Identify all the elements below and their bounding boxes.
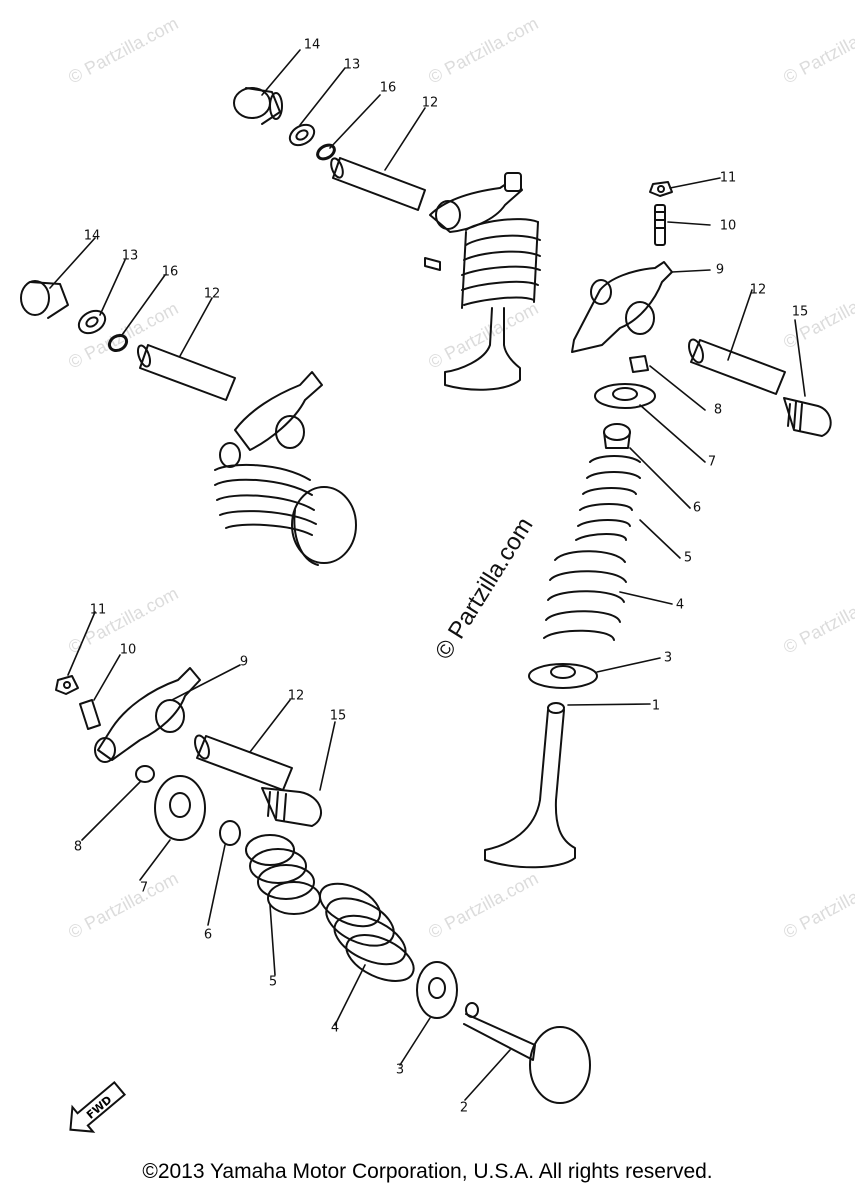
callout-16: 16 [379, 80, 397, 96]
inner-spring-5-right [575, 455, 641, 541]
washer-13-left [77, 309, 107, 335]
callout-12: 12 [421, 95, 439, 111]
outer-spring-4-right [543, 550, 627, 641]
valve-head-left [291, 486, 357, 566]
valve-upper [444, 307, 521, 391]
seat-6-lower [219, 820, 241, 846]
callout-15: 15 [791, 304, 809, 320]
spring-seat-3-right [528, 663, 598, 689]
cap-14-left [20, 280, 69, 319]
retainer-7-right [594, 383, 656, 409]
callout-13: 13 [343, 57, 361, 73]
shaft-12-lower [194, 734, 293, 791]
plug-15-lower [261, 787, 323, 827]
callout-6: 6 [203, 927, 213, 943]
callout-11: 11 [719, 170, 737, 186]
callout-10: 10 [119, 642, 137, 658]
seat-6-right [603, 423, 631, 449]
callout-11: 11 [89, 602, 107, 618]
callout-13: 13 [121, 248, 139, 264]
nut-11-lower [55, 675, 79, 695]
callout-9: 9 [239, 654, 249, 670]
shaft-12-right [688, 338, 786, 395]
spring-left [214, 463, 317, 536]
inner-spring-5-lower [245, 834, 321, 915]
callout-7: 7 [707, 454, 717, 470]
nut-11-right [649, 181, 673, 197]
callout-14: 14 [83, 228, 101, 244]
callout-2: 2 [459, 1100, 469, 1116]
outer-spring-4-lower [319, 882, 415, 982]
callout-3: 3 [663, 650, 673, 666]
callout-15: 15 [329, 708, 347, 724]
rocker-arm-9-right [571, 261, 673, 353]
shaft-12-upper [330, 157, 426, 211]
valve-1-right [484, 702, 576, 869]
screw-10-right [654, 204, 666, 246]
plug-15-right [783, 397, 832, 437]
forward-arrow-icon: FWD [56, 1071, 138, 1150]
screw-10-lower [79, 699, 101, 730]
callout-9: 9 [715, 262, 725, 278]
washer-13-upper [288, 123, 316, 147]
callout-10: 10 [719, 218, 737, 234]
leader-lines [49, 49, 806, 1101]
copyright-notice: ©2013 Yamaha Motor Corporation, U.S.A. A… [142, 1160, 713, 1183]
callout-3: 3 [395, 1062, 405, 1078]
rocker-arm-left [219, 371, 323, 468]
callout-8: 8 [73, 839, 83, 855]
valve-2-lower [463, 1002, 591, 1104]
callout-7: 7 [139, 880, 149, 896]
shaft-12-left [136, 344, 236, 401]
cotter-8-right [629, 355, 649, 373]
callout-16: 16 [161, 264, 179, 280]
callout-5: 5 [268, 974, 278, 990]
oring-16-left [107, 333, 129, 353]
oring-16-upper [316, 143, 336, 161]
callout-5: 5 [683, 550, 693, 566]
callout-12: 12 [749, 282, 767, 298]
retainer-7-lower [154, 775, 206, 841]
spring-seat-3-lower [416, 961, 458, 1019]
callout-8: 8 [713, 402, 723, 418]
callout-12: 12 [287, 688, 305, 704]
spring-upper [461, 218, 541, 309]
callout-1: 1 [651, 698, 661, 714]
callout-4: 4 [330, 1020, 340, 1036]
cap-14-upper [233, 87, 283, 125]
rocker-arm-9-lower [94, 667, 201, 763]
cotter-8-lower [135, 765, 155, 783]
callout-4: 4 [675, 597, 685, 613]
callout-12: 12 [203, 286, 221, 302]
callout-6: 6 [692, 500, 702, 516]
callout-14: 14 [303, 37, 321, 53]
